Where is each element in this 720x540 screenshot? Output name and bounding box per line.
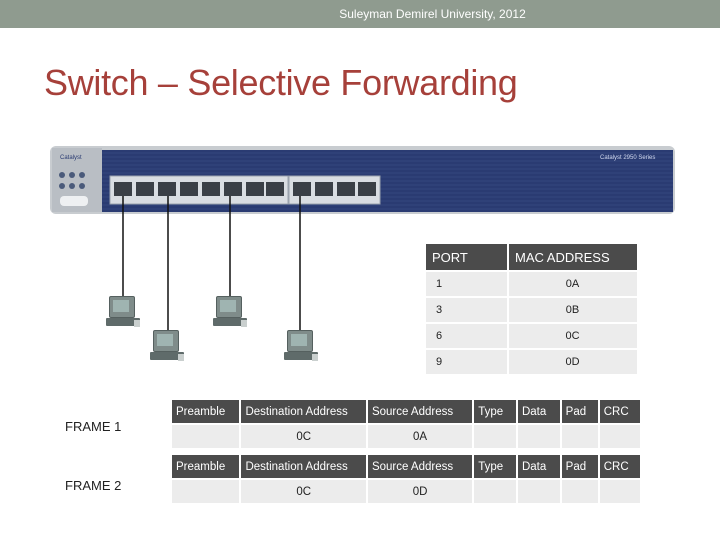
frame-header-pad: Pad: [560, 400, 600, 424]
cables: [122, 196, 301, 332]
frame-header-data: Data: [516, 400, 562, 424]
table-row: 0C 0D: [172, 478, 643, 503]
pc-icon: [284, 330, 318, 362]
slide-title: Switch – Selective Forwarding: [44, 62, 518, 103]
frame-header-preamble: Preamble: [172, 400, 242, 424]
switch-right-label: Catalyst 2950 Series: [600, 155, 655, 161]
frame-header-crc: CRC: [598, 400, 643, 424]
table-row: 6 0C: [426, 322, 639, 349]
mac-cell: 0D: [508, 348, 639, 374]
frame-header-preamble: Preamble: [172, 455, 242, 479]
preamble-cell: [172, 478, 242, 503]
mac-cell: 0A: [508, 270, 639, 297]
frame-header-type: Type: [473, 400, 518, 424]
mac-table-header-port: PORT: [426, 244, 509, 271]
crc-cell: [598, 478, 643, 503]
frame-1-label: FRAME 1: [65, 419, 122, 434]
frame-header-pad: Pad: [560, 455, 600, 479]
port-group-right: [288, 175, 381, 205]
frame-1-table: Preamble Destination Address Source Addr…: [172, 400, 643, 448]
port-cell: 1: [426, 270, 509, 297]
frame-header-crc: CRC: [598, 455, 643, 479]
network-diagram: Catalyst Catalyst 2950 Series: [50, 146, 675, 332]
frame-header-data: Data: [516, 455, 562, 479]
type-cell: [473, 423, 518, 448]
mac-address-table: PORT MAC ADDRESS 1 0A 3 0B 6 0C 9 0D: [426, 244, 639, 374]
frame-header-destination: Destination Address: [240, 400, 368, 424]
pc-icon: [213, 296, 247, 328]
data-cell: [516, 423, 562, 448]
frame-header-destination: Destination Address: [240, 455, 368, 479]
mac-cell: 0C: [508, 322, 639, 349]
table-row: 1 0A: [426, 270, 639, 297]
mac-cell: 0B: [508, 296, 639, 323]
port-cell: 6: [426, 322, 509, 349]
frame-header-source: Source Address: [366, 455, 475, 479]
mac-table-header-mac: MAC ADDRESS: [508, 244, 639, 271]
table-row: 3 0B: [426, 296, 639, 323]
frame-header-source: Source Address: [366, 400, 475, 424]
pc-icon: [106, 296, 140, 328]
destination-cell: 0C: [240, 478, 368, 503]
header-text: Suleyman Demirel University, 2012: [339, 7, 526, 21]
preamble-cell: [172, 423, 242, 448]
frame-2-label: FRAME 2: [65, 478, 122, 493]
source-cell: 0A: [366, 423, 475, 448]
switch-left-label: Catalyst: [60, 155, 82, 161]
table-row: 0C 0A: [172, 423, 643, 448]
pc-icon: [150, 330, 184, 362]
source-cell: 0D: [366, 478, 475, 503]
destination-cell: 0C: [240, 423, 368, 448]
port-cell: 9: [426, 348, 509, 374]
frame-header-type: Type: [473, 455, 518, 479]
table-row: 9 0D: [426, 348, 639, 374]
pad-cell: [560, 423, 600, 448]
port-group-left: [109, 175, 289, 205]
frame-2-table: Preamble Destination Address Source Addr…: [172, 455, 643, 503]
header-bar: Suleyman Demirel University, 2012: [0, 0, 720, 28]
crc-cell: [598, 423, 643, 448]
pad-cell: [560, 478, 600, 503]
type-cell: [473, 478, 518, 503]
port-cell: 3: [426, 296, 509, 323]
data-cell: [516, 478, 562, 503]
